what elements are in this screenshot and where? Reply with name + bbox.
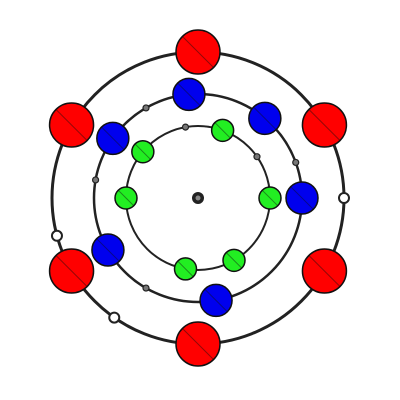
- red-particle-1-line: [308, 109, 341, 141]
- red-particle-2: [175, 29, 221, 75]
- red-particle-4-line: [55, 255, 88, 287]
- blue-particle-5-line: [96, 238, 120, 262]
- green-particle-2: [210, 118, 235, 143]
- blue-particle-3-line: [177, 82, 201, 106]
- nucleus-core: [195, 195, 201, 201]
- red-particle-1: [301, 102, 348, 148]
- blue-particle-1-line: [290, 186, 314, 210]
- green-particle-4: [114, 186, 138, 210]
- blue-particle-6-line: [204, 288, 228, 312]
- red-particle-6: [301, 248, 348, 294]
- green-particle-6: [222, 248, 246, 273]
- orbit-outer-marker-1: [338, 192, 350, 204]
- orbit-outer-marker-2: [50, 229, 63, 242]
- blue-particle-1: [285, 181, 319, 215]
- orbit-outer-marker-3: [108, 311, 121, 324]
- green-particle-3-line: [134, 143, 151, 160]
- blue-particle-3: [172, 77, 206, 112]
- red-particle-5-line: [182, 328, 214, 360]
- orbit-middle-marker-2: [142, 104, 150, 112]
- green-particle-6-line: [225, 252, 243, 269]
- green-particle-1: [258, 186, 282, 210]
- red-particle-3: [48, 102, 95, 148]
- green-particle-5: [173, 257, 198, 281]
- orbit-inner-marker-2: [181, 123, 190, 131]
- red-particle-6-line: [308, 255, 341, 287]
- blue-particle-6: [199, 283, 233, 318]
- orbit-middle-marker-3: [91, 176, 100, 184]
- red-particle-3-line: [55, 109, 88, 141]
- green-particle-4-line: [117, 189, 135, 207]
- orbit-inner-marker-1: [253, 153, 261, 161]
- red-particle-4: [48, 248, 95, 294]
- blue-particle-5: [91, 233, 125, 267]
- blue-particle-4-line: [101, 126, 125, 150]
- blue-particle-2: [248, 101, 282, 136]
- orbit-middle-marker-1: [292, 158, 300, 167]
- blue-particle-4: [96, 121, 130, 156]
- red-particle-5: [175, 321, 221, 367]
- green-particle-3: [131, 139, 155, 164]
- green-particle-5-line: [177, 260, 194, 277]
- orbit-middle-marker-4: [142, 284, 150, 292]
- blue-particle-2-line: [253, 106, 277, 130]
- green-particle-1-line: [261, 189, 279, 207]
- red-particle-2-line: [182, 36, 214, 68]
- green-particle-2-line: [214, 122, 231, 139]
